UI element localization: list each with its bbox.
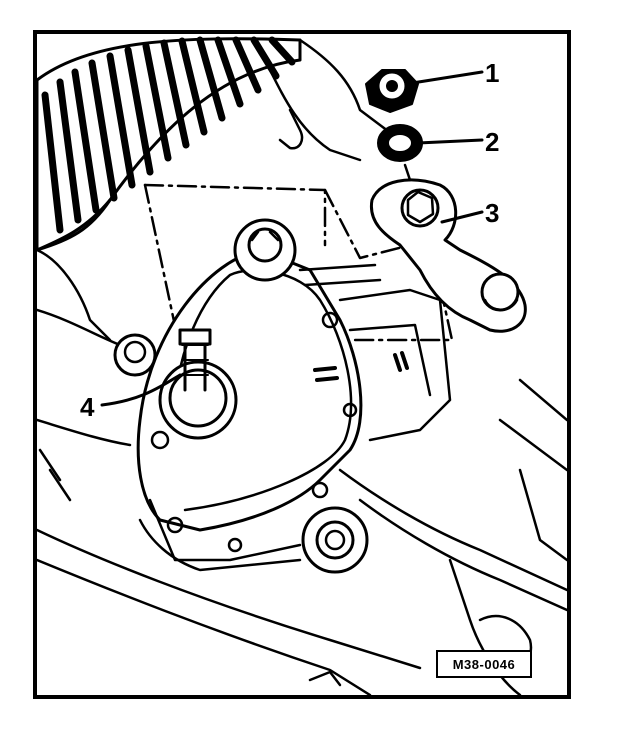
upper-mounting-bolt [233,218,297,282]
leader-lines [100,70,484,407]
figure-reference-code: M38-0046 [436,650,532,678]
corrugated-boot [37,36,302,252]
callout-3: 3 [485,198,500,228]
switch-housing [136,248,409,572]
nut-part [365,69,419,113]
selector-shaft [158,328,238,440]
leader-line-3 [440,210,484,224]
washer-part [377,124,423,162]
lower-mounting-bolt [301,506,369,574]
selector-lever-part [369,178,527,333]
callout-1: 1 [485,58,500,88]
callout-4: 4 [80,392,95,422]
leader-line-4 [100,373,182,407]
exploded-stems [403,163,412,182]
leader-line-1 [404,70,484,86]
side-bolt [113,333,157,377]
leader-line-2 [416,138,484,145]
callout-2: 2 [485,127,500,157]
mounting-bracket [298,263,452,442]
